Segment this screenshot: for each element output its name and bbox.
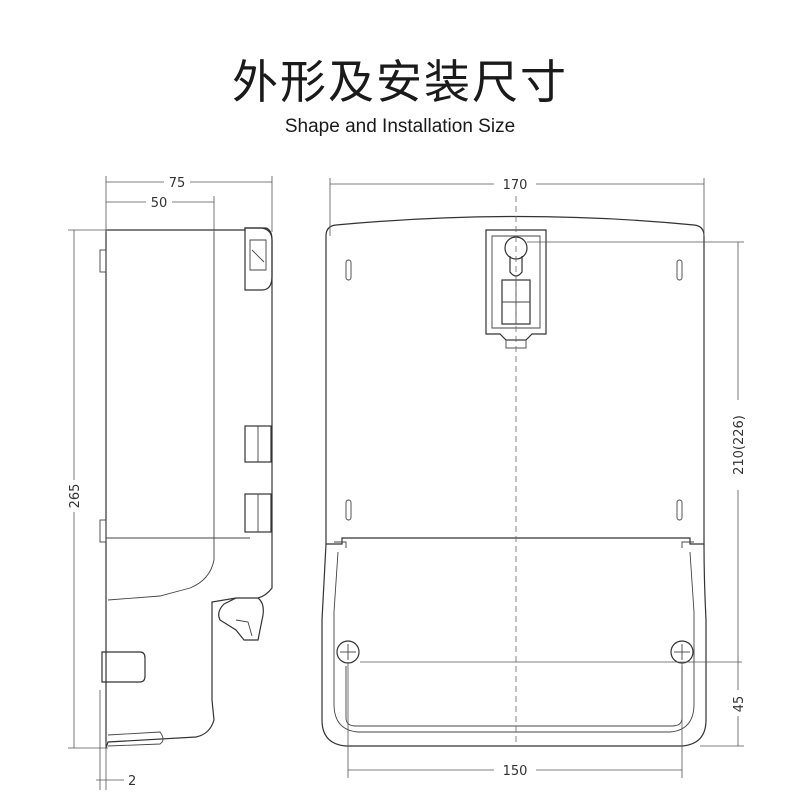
front-view: [321, 178, 744, 778]
dim-front-bottom-spacing: 45: [732, 696, 747, 713]
dim-front-hole-spacing: 150: [503, 764, 528, 779]
dim-side-height: 265: [68, 484, 83, 509]
dim-side-depth-body: 50: [151, 196, 168, 211]
dim-side-offset: 2: [128, 774, 136, 789]
page-title: 外形及安装尺寸: [232, 55, 568, 109]
page-subtitle: Shape and Installation Size: [284, 116, 516, 137]
dim-front-width: 170: [503, 178, 528, 193]
dim-front-mount-height: 210(226): [732, 415, 747, 475]
side-view: [68, 176, 273, 790]
dim-side-depth-total: 75: [169, 176, 186, 191]
